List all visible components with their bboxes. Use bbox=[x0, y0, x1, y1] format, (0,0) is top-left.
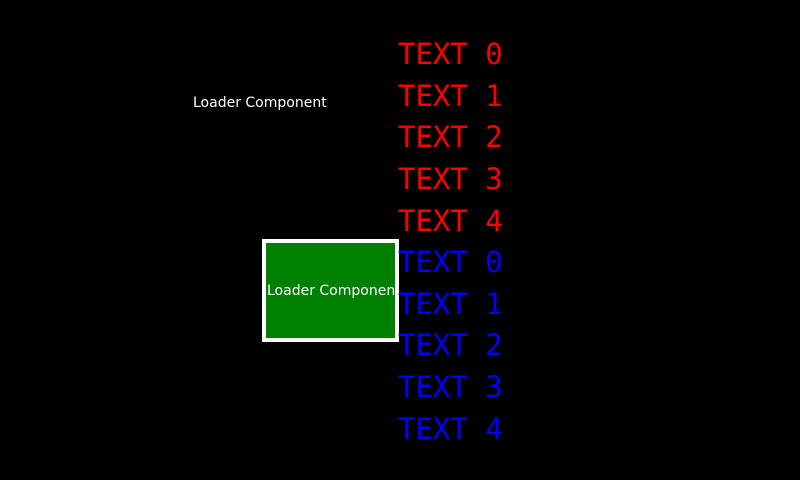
text-list-item: TEXT 0 bbox=[398, 37, 503, 71]
text-list-item: TEXT 3 bbox=[398, 161, 503, 196]
text-list-item: TEXT 2 bbox=[398, 120, 503, 155]
text-list-item: TEXT 2 bbox=[398, 328, 503, 363]
loader-component-label: Loader Component bbox=[193, 95, 327, 111]
text-list-item: TEXT 3 bbox=[398, 370, 503, 405]
text-list-item: TEXT 4 bbox=[398, 411, 503, 446]
loader-component-box-label: Loader Component bbox=[267, 282, 399, 299]
text-list[interactable]: TEXT 0 TEXT 1 TEXT 2 TEXT 3 TEXT 4 TEXT 0 TEXT… bbox=[398, 34, 503, 450]
text-list-item: TEXT 4 bbox=[398, 203, 503, 238]
text-list-item: TEXT 1 bbox=[398, 78, 503, 113]
text-list-item: TEXT 0 bbox=[398, 245, 503, 280]
text-list-item: TEXT 1 bbox=[398, 286, 503, 321]
loader-component-box: Loader Component bbox=[262, 239, 399, 342]
